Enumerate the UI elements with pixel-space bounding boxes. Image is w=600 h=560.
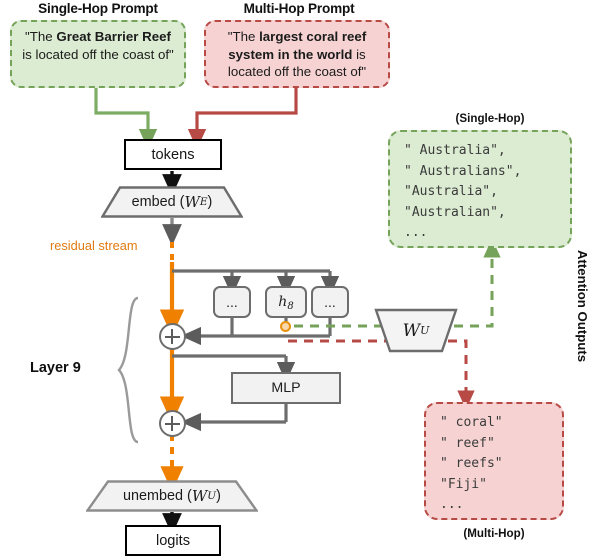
residual-stream-label: residual stream [50, 238, 138, 253]
output-line: " Australia", [404, 143, 506, 158]
single-hop-prompt-text: "The Great Barrier Reef is located off t… [22, 29, 174, 62]
output-line: " Australians", [404, 163, 522, 179]
output-line: "Australia", [404, 184, 498, 199]
logits-label: logits [155, 532, 191, 549]
wire-mlp-to-add2 [180, 404, 288, 432]
mlp-node: MLP [231, 372, 341, 404]
attention-head-right-label: ... [324, 294, 336, 310]
multi-hop-prompt-box: "The largest coral reef system in the wo… [204, 20, 390, 88]
output-line: ... [404, 225, 428, 240]
single-hop-prompt-box: "The Great Barrier Reef is located off t… [10, 20, 186, 88]
wire-add1-to-mlp [172, 354, 296, 383]
multi-hop-output-caption: (Multi-Hop) [463, 527, 525, 540]
output-line: "Fiji" [440, 476, 487, 492]
h8-tap-point [280, 320, 291, 332]
single-hop-title: Single-Hop Prompt [38, 1, 158, 16]
embed-shape [101, 186, 243, 218]
attention-head-left-label: ... [226, 294, 238, 310]
output-line: " coral" [440, 415, 503, 430]
wire-multihop-to-tokens [187, 88, 298, 150]
attention-head-h8-label: h8 [278, 293, 294, 312]
wu-projection-shape [374, 308, 458, 353]
residual-add-attention [158, 323, 186, 350]
output-line: ... [440, 497, 464, 512]
logits-node: logits [125, 525, 221, 556]
multi-hop-output-box: " coral" " reef" " reefs" "Fiji" ... [424, 402, 564, 520]
single-hop-output-caption: (Single-Hop) [455, 112, 525, 125]
wire-heads-to-add1 [180, 318, 332, 346]
single-hop-output-box: " Australia", " Australians", "Australia… [388, 130, 572, 248]
attention-outputs-side-label: Attention Outputs [575, 250, 590, 363]
output-line: " reef" [440, 435, 495, 451]
multi-hop-prompt-text: "The largest coral reef system in the wo… [227, 29, 367, 79]
output-line: " reefs" [440, 456, 503, 471]
unembed-shape [86, 480, 258, 512]
tokens-label: tokens [151, 146, 195, 163]
tokens-node: tokens [124, 139, 222, 170]
wire-residual-to-heads [172, 269, 340, 297]
attention-head-h8: h8 [265, 286, 307, 318]
mlp-label: MLP [271, 380, 301, 396]
wire-h8-to-singlehop-output [294, 238, 501, 328]
output-line: "Australian", [404, 204, 506, 220]
wire-h8-to-multihop-output [288, 339, 475, 410]
multi-hop-title: Multi-Hop Prompt [243, 1, 355, 16]
layer-brace [117, 296, 139, 444]
wire-singlehop-to-tokens [94, 88, 158, 150]
attention-head-left: ... [213, 286, 251, 318]
attention-head-right: ... [311, 286, 349, 318]
residual-add-mlp [158, 410, 186, 437]
layer-label: Layer 9 [30, 360, 81, 376]
